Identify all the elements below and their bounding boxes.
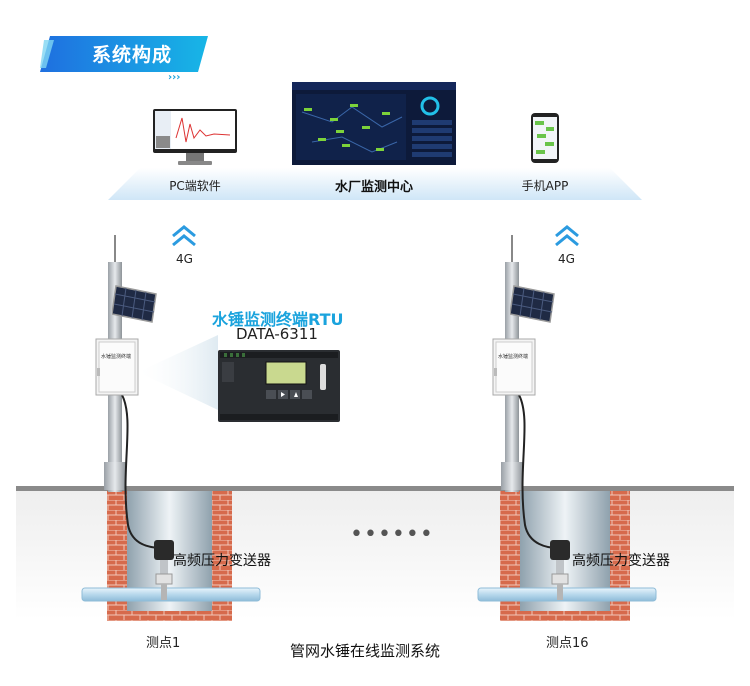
pressure-transmitter-icon <box>550 540 570 600</box>
terminal-cabinet <box>95 338 139 396</box>
sensor-label-right: 高频压力变送器 <box>572 553 670 569</box>
rtu-title: 水锤监测终端RTU <box>212 310 344 329</box>
point-label-left: 测点1 <box>146 636 181 651</box>
pressure-transmitter-icon <box>154 540 174 600</box>
dashboard-screen <box>292 82 456 165</box>
phone-icon <box>531 113 559 163</box>
monitoring-center-label: 水厂监测中心 <box>334 180 413 195</box>
rtu-device <box>218 350 340 422</box>
4g-label-right: 4G <box>558 252 575 266</box>
cabinet-label: 水锤监测终端 <box>101 354 132 360</box>
title-badge <box>40 36 208 72</box>
solar-panel-icon <box>510 285 555 323</box>
signal-icon <box>555 225 579 247</box>
system-name: 管网水锤在线监测系统 <box>290 642 441 660</box>
signal-icon <box>172 225 196 247</box>
solar-panel-icon <box>112 285 157 323</box>
pc-software-label: PC端软件 <box>169 179 221 193</box>
terminal-cabinet <box>492 338 536 396</box>
rtu-model: DATA-6311 <box>236 325 318 343</box>
ellipsis-dots: •••••• <box>350 522 434 547</box>
sensor-label-left: 高频压力变送器 <box>173 553 271 569</box>
point-label-right: 测点16 <box>546 636 589 651</box>
cabinet-label: 水锤监测终端 <box>498 354 529 360</box>
chevrons-icon: ››› <box>168 72 181 83</box>
mobile-app-label: 手机APP <box>521 179 569 193</box>
section-title: 系统构成 <box>91 44 172 66</box>
4g-label-left: 4G <box>176 252 193 266</box>
pc-monitor-icon <box>153 109 237 165</box>
